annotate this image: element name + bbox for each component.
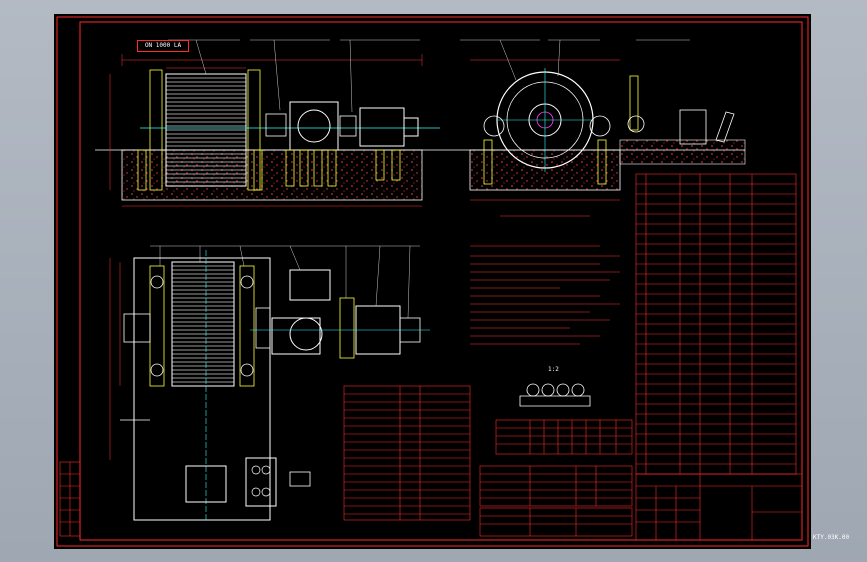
parts-list-table <box>635 173 797 475</box>
rope-section-detail <box>519 383 591 407</box>
title-block-frame <box>635 473 803 541</box>
inner-border <box>79 21 803 541</box>
drawing-number: KTY.03K.00 <box>813 534 850 541</box>
side-elevation-view <box>450 39 746 217</box>
motor <box>359 107 405 147</box>
standard-parts-table <box>479 465 633 537</box>
technical-notes <box>470 245 620 345</box>
outer-border <box>56 16 809 547</box>
dimension-table <box>495 419 633 455</box>
drawing-sheet <box>56 16 809 547</box>
section-label: 1:2 <box>548 366 559 373</box>
left-margin-table <box>59 461 81 537</box>
plan-view <box>109 245 430 521</box>
gearbox <box>289 101 339 151</box>
front-elevation-view <box>95 39 450 207</box>
drum-plan <box>171 261 235 387</box>
parameter-table <box>343 385 471 521</box>
drawing-viewport[interactable]: ON 1000 LA KTY.03K.00 1:2 <box>54 14 849 549</box>
view-label: ON 1000 LA <box>137 40 189 52</box>
winch-drum <box>165 73 247 187</box>
